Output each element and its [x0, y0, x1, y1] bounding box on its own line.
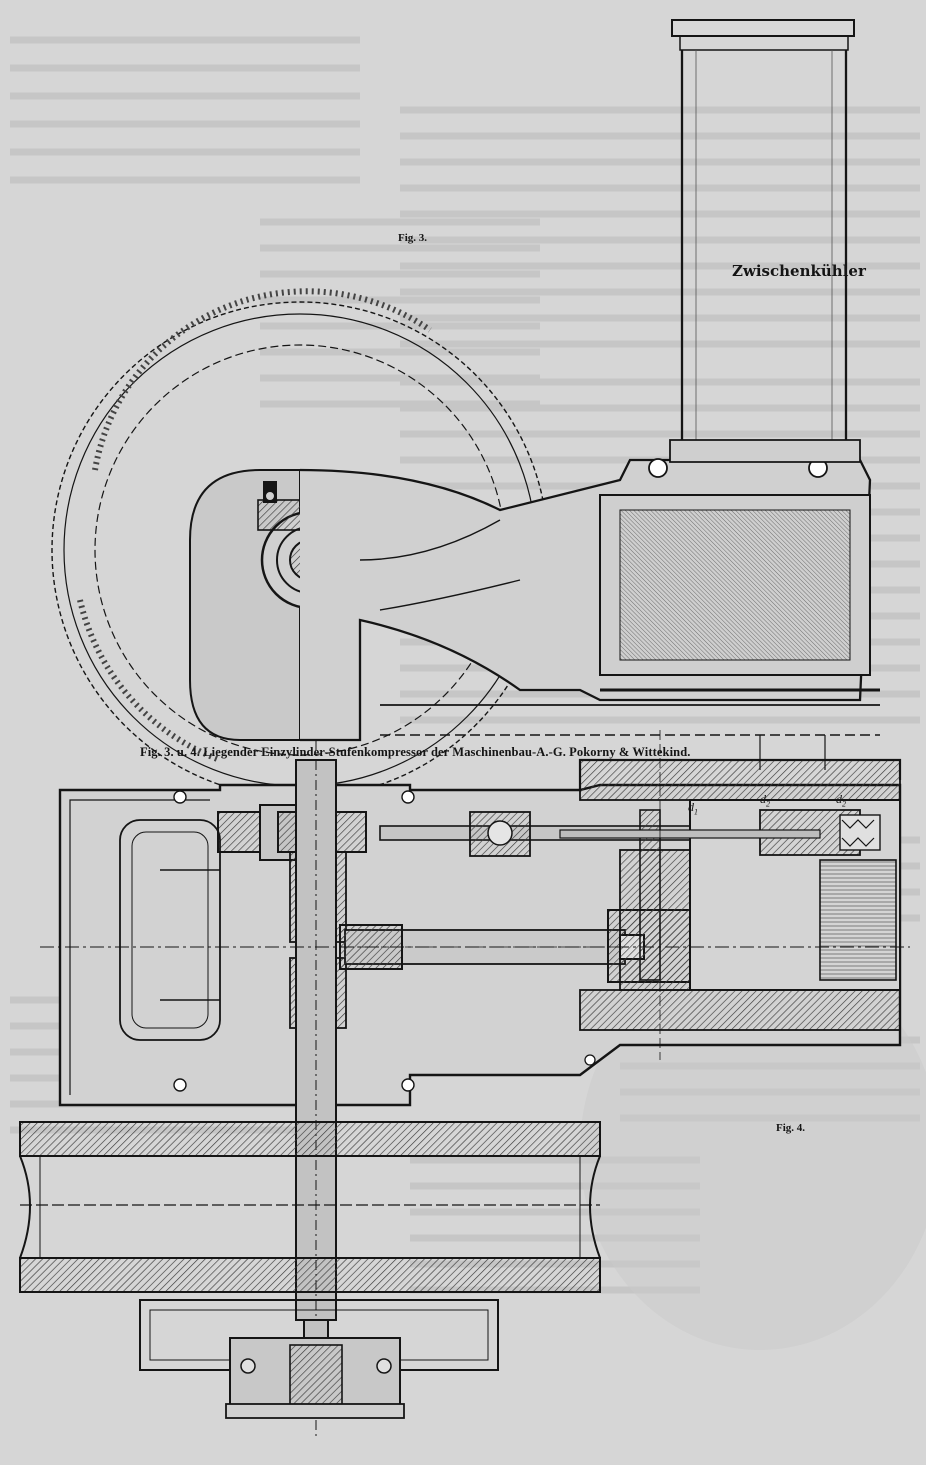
fig4-section — [19, 730, 910, 1440]
fig4-label: Fig. 4. — [776, 1122, 806, 1134]
dimension-d2-right-index: 2 — [842, 799, 846, 809]
figure-caption: Fig. 3. u. 4. Liegender Einzylinder-Stuf… — [140, 745, 691, 759]
scan-shadow — [580, 950, 926, 1350]
dimension-d1-letter: d — [688, 800, 694, 814]
fig3-label: Fig. 3. — [398, 232, 428, 244]
dimension-d1: d1 — [688, 800, 698, 816]
intercooler-label: Zwischenkühler — [732, 262, 866, 280]
dimension-d2-hp: d2 — [760, 792, 770, 808]
dimension-d2-hp-letter: d — [760, 792, 766, 806]
dimension-d1-index: 1 — [694, 807, 698, 817]
dimension-d2-right: d2 — [836, 792, 846, 808]
dimension-d2-hp-index: 2 — [766, 799, 770, 809]
fig3-elevation — [51, 19, 880, 799]
dimension-d2-right-letter: d — [836, 792, 842, 806]
